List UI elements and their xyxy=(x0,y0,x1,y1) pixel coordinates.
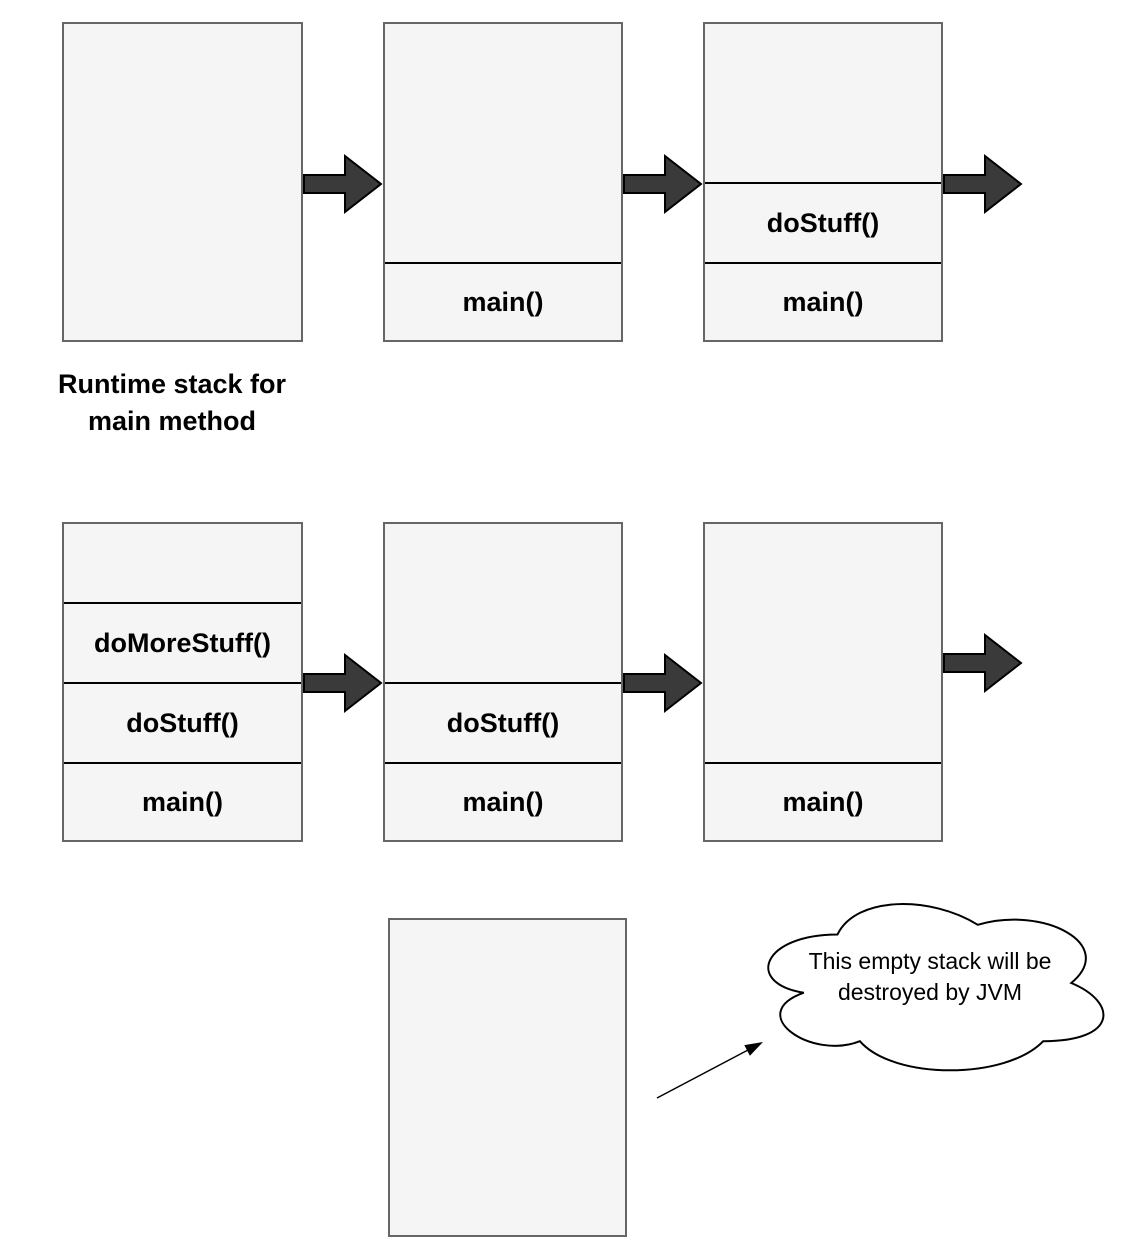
flow-arrow-right-icon xyxy=(303,153,383,215)
stack-stage-7 xyxy=(388,918,627,1237)
stack-frame: doStuff() xyxy=(705,182,941,262)
flow-arrow-right-icon xyxy=(623,153,703,215)
flow-arrow-right-icon xyxy=(943,153,1023,215)
flow-arrow-right-icon xyxy=(943,632,1023,694)
stack-frame: main() xyxy=(64,762,301,840)
cloud-icon xyxy=(767,903,1105,1072)
stack-frame: main() xyxy=(385,762,621,840)
stack-frame: doMoreStuff() xyxy=(64,602,301,682)
stack-stage-6: main() xyxy=(703,522,943,842)
diagram-caption-line2: main method xyxy=(87,406,256,436)
stack-frame: doStuff() xyxy=(64,682,301,762)
callout-pointer-arrow-icon xyxy=(656,1042,763,1099)
stack-stage-4: doMoreStuff() doStuff() main() xyxy=(62,522,303,842)
stack-stage-3: doStuff() main() xyxy=(703,22,943,342)
flow-arrow-right-icon xyxy=(623,652,703,714)
stack-frame: main() xyxy=(385,262,621,340)
stack-stage-5: doStuff() main() xyxy=(383,522,623,842)
stack-stage-2: main() xyxy=(383,22,623,342)
cloud-callout-text: This empty stack will be destroyed by JV… xyxy=(765,946,1095,1008)
stack-frame: main() xyxy=(705,262,941,340)
flow-arrow-right-icon xyxy=(303,652,383,714)
stack-stage-1 xyxy=(62,22,303,342)
diagram-caption: Runtime stack for main method xyxy=(32,366,312,440)
cloud-callout-line2: destroyed by JVM xyxy=(837,979,1023,1005)
stack-frame: doStuff() xyxy=(385,682,621,762)
stack-frame: main() xyxy=(705,762,941,840)
cloud-callout-line1: This empty stack will be xyxy=(808,948,1052,974)
diagram-caption-line1: Runtime stack for xyxy=(57,369,287,399)
